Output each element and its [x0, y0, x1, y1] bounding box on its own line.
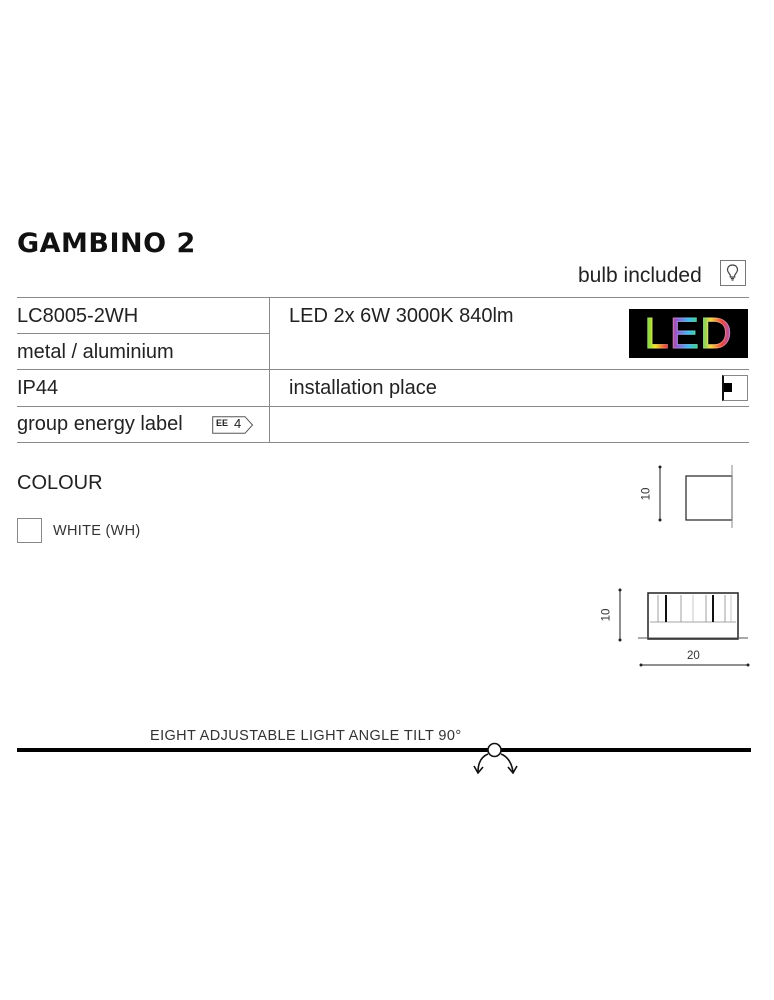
front-height-label: 10 [600, 608, 613, 622]
product-title: GAMBINO 2 [17, 228, 196, 259]
led-logo: LED [629, 309, 748, 358]
front-view-drawing: 10 20 [598, 585, 758, 670]
energy-label-text: group energy label [17, 413, 183, 435]
front-width-label: 20 [687, 650, 700, 662]
tilt-feature-text: EIGHT ADJUSTABLE LIGHT ANGLE TILT 90° [150, 728, 462, 744]
colour-swatch-white [17, 518, 42, 543]
colour-option-label: WHITE (WH) [53, 523, 141, 539]
table-rule [17, 297, 749, 298]
energy-class-badge: EE 4 [212, 416, 254, 434]
colour-title: COLOUR [17, 472, 103, 494]
light-source-spec: LED 2x 6W 3000K 840lm [289, 305, 514, 327]
material: metal / aluminium [17, 341, 174, 363]
wall-mount-icon [722, 375, 748, 401]
table-rule [17, 442, 749, 443]
ip-rating: IP44 [17, 377, 59, 399]
led-logo-text: LED [644, 308, 733, 358]
side-height-label: 10 [640, 487, 653, 501]
side-view-drawing: 10 [640, 462, 750, 532]
installation-place-label: installation place [289, 377, 437, 399]
bulb-included-label: bulb included [578, 264, 702, 287]
product-code: LC8005-2WH [17, 305, 139, 327]
energy-badge-prefix: EE [216, 418, 229, 428]
energy-badge-value: 4 [234, 416, 242, 431]
table-rule [17, 369, 749, 370]
tilt-arrows-icon [466, 738, 526, 780]
table-rule [17, 406, 749, 407]
thick-rule [17, 748, 751, 752]
table-rule [17, 333, 269, 334]
table-column-divider [269, 297, 270, 442]
lightbulb-icon [720, 260, 746, 286]
